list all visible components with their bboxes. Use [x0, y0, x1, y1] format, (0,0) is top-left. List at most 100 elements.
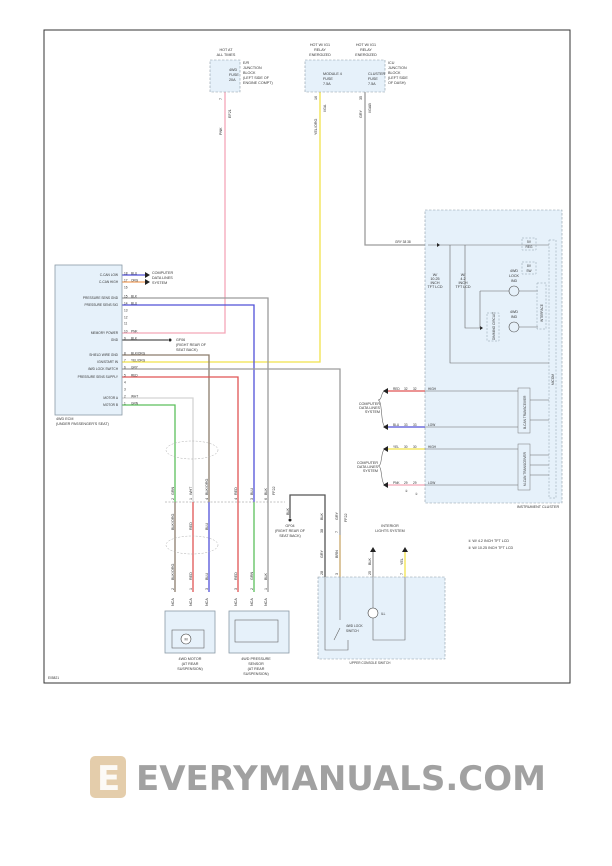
er-block-line: E/R [243, 61, 249, 65]
ecm-pin-number: 1 [124, 402, 126, 406]
ig1-labels: HOT W/ IG1 RELAY ENERGIZED HOT W/ IG1 RE… [309, 43, 377, 57]
interface: INTERFACE [540, 304, 544, 322]
can-wire-color: PNK [393, 481, 400, 485]
er-block-line: JUNCTION [243, 66, 262, 70]
wire-supply [122, 376, 239, 592]
wire-lock-switch [122, 368, 341, 535]
w1-label: INCH [430, 281, 439, 285]
gf04-line: (RIGHT REAR OF [275, 529, 306, 533]
can-pin: 30 [404, 445, 408, 449]
sensor-title-line: (AT REAR [248, 667, 265, 671]
can-pin: 30 [413, 445, 417, 449]
ecm-pin-label: SHIELD WIRE GND [89, 353, 118, 357]
gf04-line: SEAT BACK) [279, 534, 301, 538]
lock-ind: IND [511, 279, 518, 283]
harness-wire-color: BLK [264, 572, 268, 580]
ecm-pin-label: IGN/START IN [97, 360, 118, 364]
can-signal: LOW [428, 423, 435, 427]
connector-label: EF21 [228, 109, 232, 118]
harness-wire-color: WHT [189, 486, 193, 495]
ecm-location: (UNDER PASSENGER'S SEAT) [56, 422, 109, 426]
can-pin: 32 [413, 387, 417, 391]
harness-wire-color: RED [189, 572, 193, 580]
gf04-label: GF04 (RIGHT REAR OF SEAT BACK) INTERIOR … [275, 524, 405, 538]
can-wire-color: RED [393, 387, 400, 391]
module4-fuse-rating: 7.5A [323, 82, 331, 86]
er-block-line: ENGINE COMPT) [243, 81, 273, 85]
harness-wire-color: GRN [250, 571, 254, 580]
harness-wire-color: GRN [171, 486, 175, 495]
watermark-logo [90, 756, 126, 798]
ig1-label: HOT W/ IG1 [356, 43, 376, 47]
motor-title: 4WD MOTOR (AT REAR SUSPENSION) [177, 657, 202, 671]
harness-pin: 1 [189, 588, 193, 590]
connector-label: I/GAB [368, 103, 372, 113]
fuse-4wd: 4WD [229, 68, 238, 72]
harness-wire-color: BLK/ORG [171, 513, 175, 530]
connector-label: FF22 [344, 513, 348, 522]
pin-label: 3 [335, 573, 339, 575]
can-dest: DATA LINES [357, 465, 378, 469]
w1-label: W/ [433, 273, 438, 277]
wire-label: GRY [335, 512, 339, 520]
gf04-line: GF04 [285, 524, 294, 528]
er-block-line: (LEFT SIDE OF [243, 76, 270, 80]
can-dest: COMPUTER [357, 461, 378, 465]
can-pin: 33 [404, 423, 408, 427]
module4-fuse: MODULE 4 [323, 72, 342, 76]
wire-label: BLK [286, 507, 290, 515]
interior-lights: LIGHTS SYSTEM [375, 529, 405, 533]
pin-label: 16 [314, 96, 318, 100]
can-dest: DATA LINES [359, 406, 380, 410]
harness-pin: 4 [234, 498, 238, 500]
ecm-pin-label: 4WD LOCK SWITCH [88, 367, 119, 371]
console-wire-labels: BLK BLK GRY 38 7 FF22 GRY BRN 28 3 BLK Y… [286, 507, 404, 575]
cluster-can-dest: COMPUTER DATA LINES SYSTEM COMPUTER DATA… [357, 402, 381, 473]
icu-line: ICU [388, 61, 395, 65]
icu-line: (LEFT SIDE [388, 76, 408, 80]
icu-junction-block [304, 59, 386, 93]
watermark-letter: E [97, 759, 120, 799]
ind: 4WD [510, 310, 519, 314]
ecm-wire-color: BLU [131, 272, 138, 276]
harness-wire-color: BLK/ORG [205, 478, 209, 495]
ecm-pin-number: 14 [124, 302, 128, 306]
reg5v: REG [526, 245, 533, 249]
can-dest: DATA LINES [152, 276, 173, 280]
ecm-pin-number: 10 [124, 330, 128, 334]
can-signal: HIGH [428, 387, 437, 391]
wire-label: BRN [335, 550, 339, 558]
ecm-wire-color: PNK [131, 330, 138, 334]
wire-label: BLK [320, 512, 324, 520]
can-pin: 29 [413, 481, 417, 485]
lock-ind: LOCK [509, 274, 520, 278]
sensor-title-line: SENSOR [248, 662, 264, 666]
er-block-label: E/R JUNCTION BLOCK (LEFT SIDE OF ENGINE … [243, 61, 273, 85]
ecm-pin-number: 17 [124, 279, 128, 283]
4wd-motor-box [164, 610, 216, 654]
wire-label: GRY [320, 550, 324, 558]
harness-nca: NCA [250, 598, 254, 606]
harness-pin: 6 [264, 498, 268, 500]
wire-shield [122, 354, 210, 502]
mcan-transceiver [517, 443, 531, 491]
ecm-wire-color: ORG [131, 279, 139, 283]
ecm-pin-label: C-CAN HIGH [99, 280, 119, 284]
w2-label: W/ [461, 273, 466, 277]
mcan-label: M-CAN TRANSCEIVER [523, 451, 527, 486]
ecm-pin-number: 6 [124, 366, 126, 370]
ecm-pin-label: C-CAN LOW [100, 273, 118, 277]
motor-title-line: SUSPENSION) [177, 667, 202, 671]
ecm-pin-number: 3 [124, 388, 126, 392]
pin-label: 38 [320, 529, 324, 533]
can-pin: 29 [404, 481, 408, 485]
ground-gf06: GF06 [176, 338, 185, 342]
ecm-pin-label: PRESSURE SENS SUPPLY [78, 375, 119, 379]
cluster-title: INSTRUMENT CLUSTER [517, 505, 560, 509]
ecm-pin-label: PRESSURE SENS SIG [85, 303, 119, 307]
harness-connector: FF22 [272, 486, 276, 495]
harness-pin: 2 [250, 588, 254, 590]
icu-block-label: ICU JUNCTION BLOCK (LEFT SIDE OF DASH) [388, 61, 408, 85]
can-signal: HIGH [428, 445, 437, 449]
